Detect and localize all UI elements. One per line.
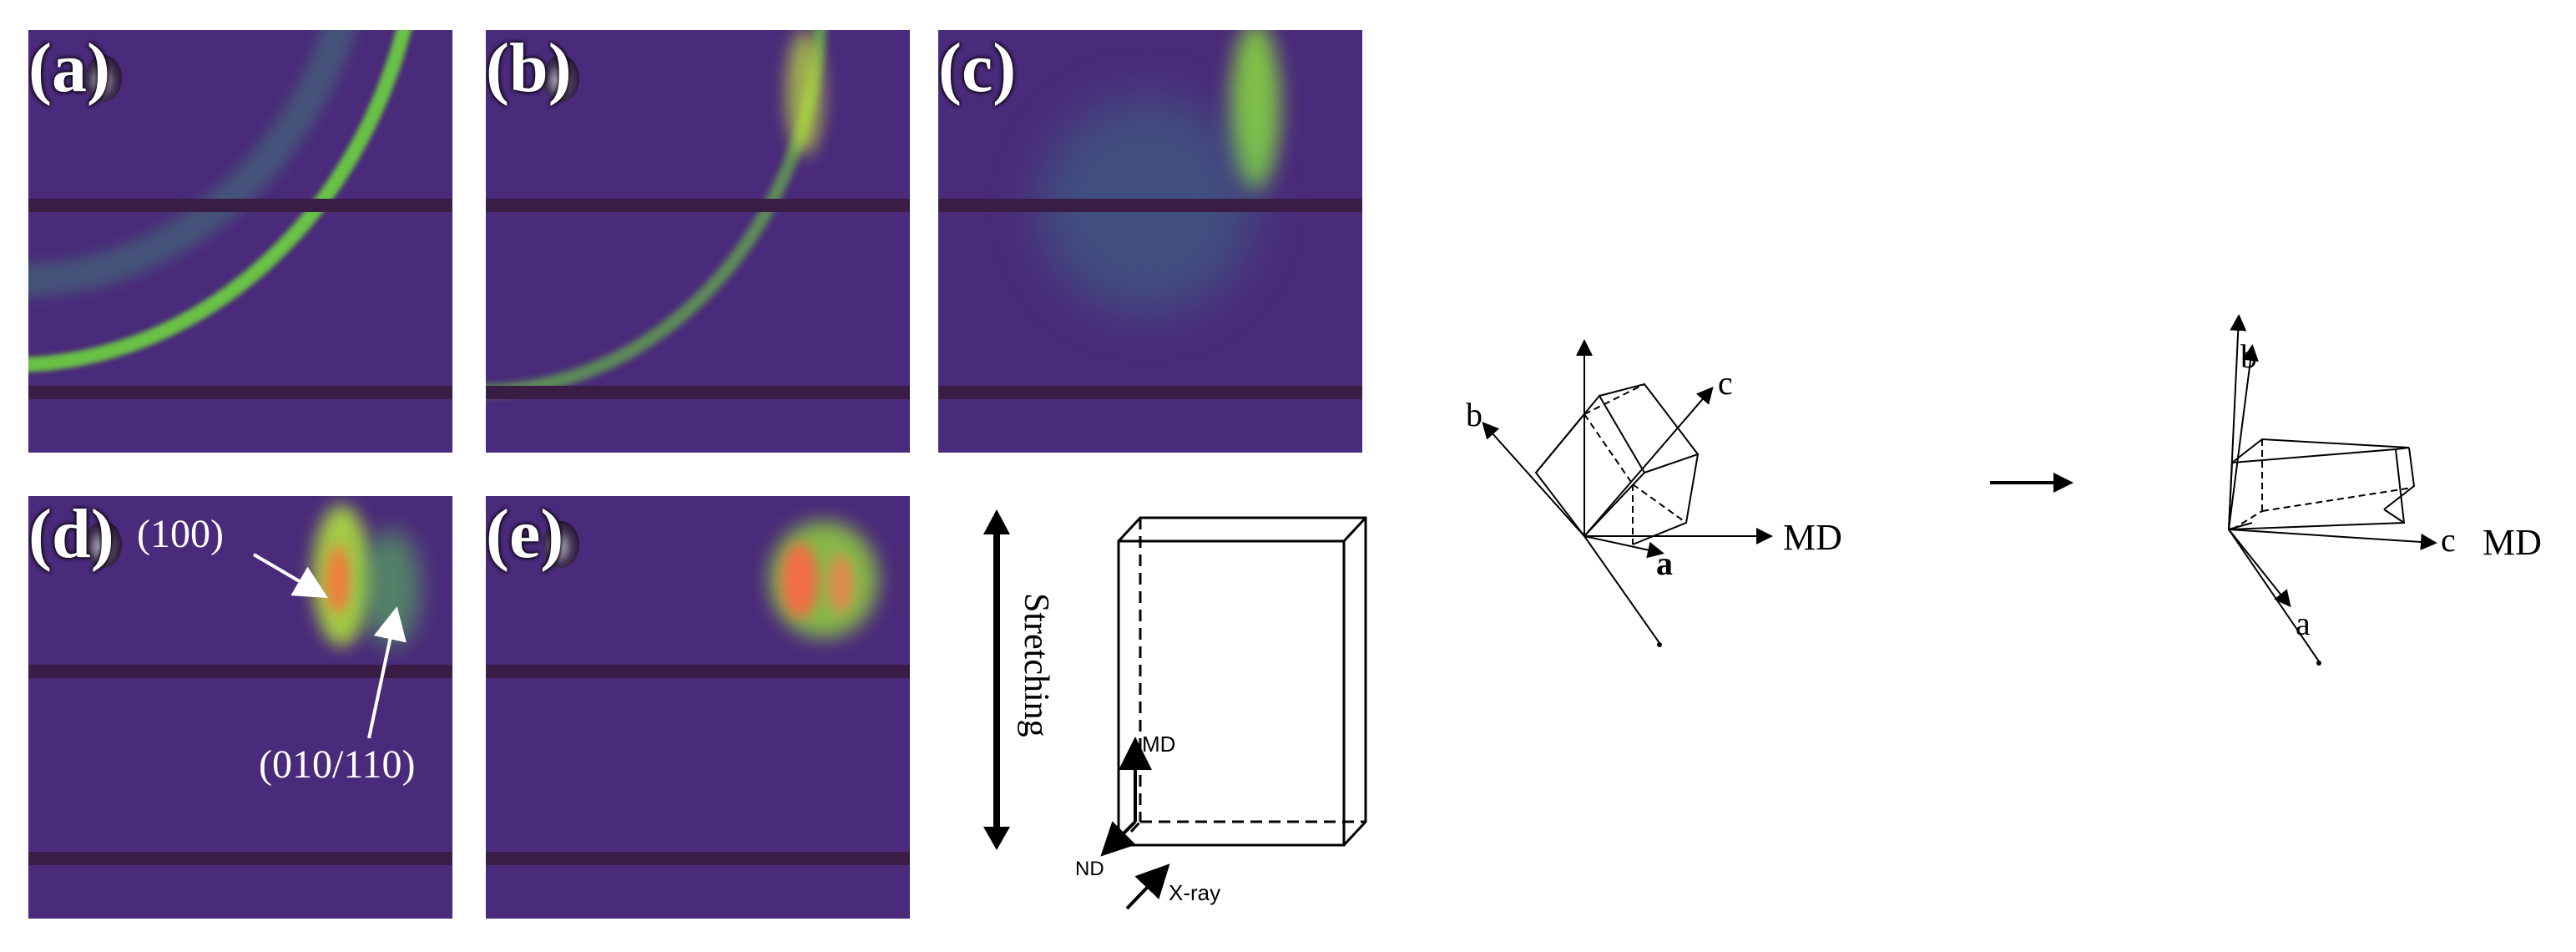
axis-c-md xyxy=(2228,529,2437,550)
detector-gap xyxy=(486,852,910,865)
hot-spot-010-110 xyxy=(828,554,853,613)
arrow-to-010-110 xyxy=(367,606,407,739)
detector-gap xyxy=(486,199,910,212)
axis-c-label: c xyxy=(1718,364,1733,402)
transition-arrow xyxy=(1990,473,2073,493)
arrow-to-100 xyxy=(252,553,328,599)
axis-a xyxy=(2228,529,2291,608)
lower-axis xyxy=(2228,529,2320,662)
label-100: (100) xyxy=(137,512,224,556)
md-label: MD xyxy=(1142,732,1175,757)
stretching-arrow-head-bottom xyxy=(983,827,1010,850)
waxd-panel-c: (c) xyxy=(938,30,1362,453)
md-label: MD xyxy=(2483,522,2542,563)
axis-c-label: c xyxy=(2441,521,2456,559)
unit-cell-top xyxy=(1599,382,1700,473)
detector-gap xyxy=(28,665,452,678)
axis-c xyxy=(1583,386,1714,537)
panel-label-a: (a) xyxy=(28,30,110,107)
detector-gap xyxy=(28,386,452,399)
sample-schematic: Stretching MD ND X-ray xyxy=(983,509,1367,910)
sample-box xyxy=(1117,516,1367,847)
stretching-label: Stretching xyxy=(1017,593,1055,737)
detector-gap xyxy=(28,852,452,865)
annotation-arrows xyxy=(252,553,407,739)
beamstop xyxy=(85,521,122,568)
hot-spot-100 xyxy=(781,543,818,618)
stretching-arrow-head-top xyxy=(983,509,1010,534)
detector-gap xyxy=(28,199,452,212)
unit-cell-front xyxy=(2227,448,2406,531)
beamstop xyxy=(85,55,122,102)
label-010-110: (010/110) xyxy=(259,742,416,787)
detector-gap xyxy=(938,199,1362,212)
unit-cell-side xyxy=(2383,447,2416,510)
md-label: MD xyxy=(1783,517,1842,558)
panel-label-b: (b) xyxy=(486,30,572,107)
nd-label: ND xyxy=(1075,858,1104,880)
axis-b-label: b xyxy=(1466,396,1482,433)
xray-arrow xyxy=(1125,863,1170,910)
panel-label-e: (e) xyxy=(486,496,564,573)
axis-end-dot xyxy=(1657,642,1662,647)
detector-gap xyxy=(486,665,910,678)
panel-label-c: (c) xyxy=(938,30,1017,107)
waxd-panel-d: (d) (100) (010/110) xyxy=(28,496,452,919)
unit-cell-top xyxy=(2231,438,2410,463)
axis-a xyxy=(1583,535,1664,559)
unit-cell-before: b c a MD xyxy=(1466,339,1842,647)
axis-a-label: a xyxy=(2296,605,2311,642)
unit-cell-after: b c a MD xyxy=(2227,314,2542,666)
detector-gap xyxy=(938,386,1362,399)
xray-label: X-ray xyxy=(1169,880,1220,905)
panel-label-d: (d) xyxy=(28,496,114,573)
equatorial-arc xyxy=(1230,30,1280,189)
axis-b xyxy=(1482,422,1585,537)
unit-cell-front xyxy=(1534,394,1646,538)
axis-b-label: b xyxy=(2240,337,2257,375)
hot-spot-100 xyxy=(326,546,351,613)
beamstop xyxy=(543,55,579,102)
waxd-panel-e: (e) xyxy=(486,496,910,919)
axis-b xyxy=(2228,344,2259,530)
detector-gap xyxy=(486,386,910,399)
beamstop xyxy=(543,521,579,568)
axis-a-label: a xyxy=(1656,544,1673,582)
axis-end-dot xyxy=(2316,661,2321,666)
lower-axis xyxy=(1583,535,1660,644)
intense-arc xyxy=(786,30,823,155)
nd-axis-arrow xyxy=(1100,820,1137,857)
waxd-panel-b: (b) xyxy=(486,30,910,453)
waxd-panel-a: (a) xyxy=(28,30,452,453)
